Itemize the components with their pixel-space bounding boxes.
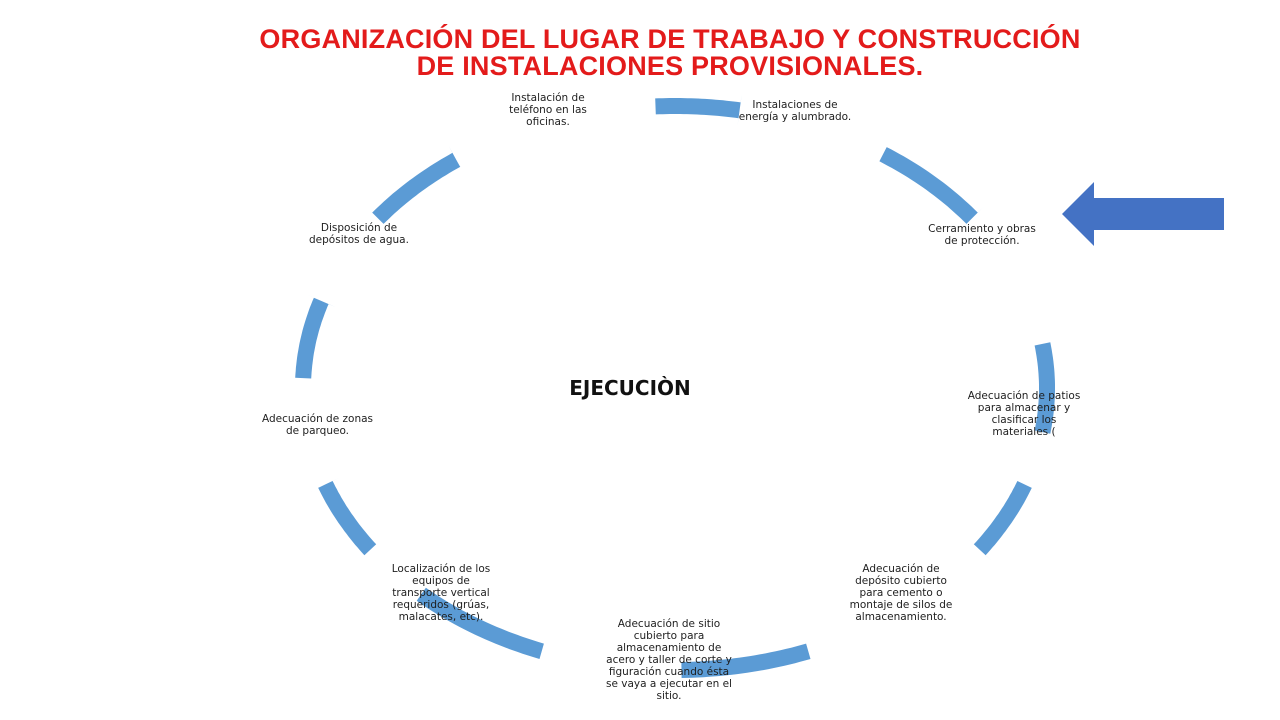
step-parqueo: Adecuación de zonas de parqueo. bbox=[261, 413, 374, 437]
step-agua: Disposición de depósitos de agua. bbox=[309, 222, 409, 246]
step-transporte-vertical: Localización de los equipos de transport… bbox=[391, 563, 491, 623]
left-arrow-icon bbox=[1062, 182, 1224, 246]
cycle-arrows bbox=[295, 94, 1059, 686]
arrow-cerramiento-patios bbox=[1026, 342, 1059, 436]
arrow-energia-cerramiento bbox=[879, 147, 984, 230]
slide-title: ORGANIZACIÓN DEL LUGAR DE TRABAJO Y CONS… bbox=[150, 26, 1190, 80]
step-acero: Adecuación de sitio cubierto para almace… bbox=[606, 618, 732, 702]
arrow-transporte-parqueo bbox=[311, 477, 377, 556]
title-line-1: ORGANIZACIÓN DEL LUGAR DE TRABAJO Y CONS… bbox=[259, 24, 1081, 54]
arrow-acero-transporte bbox=[412, 581, 544, 659]
step-telefono: Instalación de teléfono en las oficinas. bbox=[509, 92, 587, 128]
step-cerramiento: Cerramiento y obras de protección. bbox=[928, 223, 1036, 247]
arrow-deposito-acero bbox=[681, 643, 811, 686]
title-line-2: DE INSTALACIONES PROVISIONALES. bbox=[416, 51, 924, 81]
step-energia: Instalaciones de energía y alumbrado. bbox=[738, 99, 852, 123]
step-patios: Adecuación de patios para almacenar y cl… bbox=[967, 390, 1081, 438]
arrow-parqueo-agua bbox=[295, 294, 336, 379]
arrow-patios-deposito bbox=[968, 481, 1032, 561]
arrow-telefono-energia bbox=[655, 94, 742, 127]
center-label: EJECUCIÒN bbox=[569, 376, 691, 400]
step-deposito-cemento: Adecuación de depósito cubierto para cem… bbox=[849, 563, 953, 623]
arrow-agua-telefono bbox=[372, 145, 465, 224]
